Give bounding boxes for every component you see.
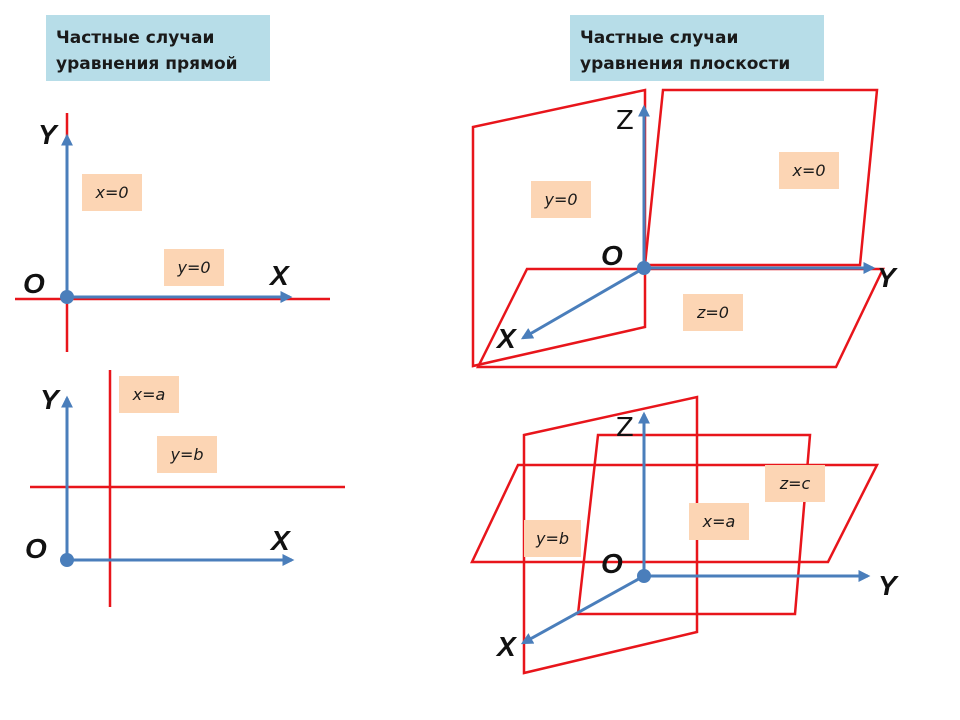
- label-yb: y=b: [157, 436, 217, 473]
- axis-label-x: X: [271, 525, 290, 556]
- title-plane-cases: Частные случаи уравнения плоскости: [570, 15, 824, 81]
- axis-label-y: Y: [40, 384, 59, 415]
- axis-label-y: Y: [878, 570, 897, 601]
- plane-diagram-1: [471, 88, 885, 369]
- axis-label-origin: O: [601, 240, 623, 271]
- plane-x0: [643, 88, 879, 267]
- axis-label-z: Z: [616, 106, 634, 136]
- axis-x-arrow: [520, 574, 645, 645]
- label-xa: x=a: [119, 376, 179, 413]
- origin-point: [60, 553, 74, 567]
- label-x0: x=0: [82, 174, 142, 211]
- plane-diagram-2: [470, 395, 880, 675]
- label-plane-yb: y=b: [524, 520, 581, 557]
- axis-label-origin: O: [23, 268, 45, 299]
- plane-y0: [471, 88, 647, 368]
- axis-label-x: X: [270, 260, 289, 291]
- origin-point: [637, 569, 651, 583]
- axis-label-origin: O: [25, 533, 47, 564]
- axis-label-y: Y: [877, 262, 896, 293]
- label-plane-zc: z=c: [765, 465, 825, 502]
- title-line-cases: Частные случаи уравнения прямой: [46, 15, 270, 81]
- plane-yb: [522, 395, 699, 675]
- label-y0: y=0: [164, 249, 224, 286]
- plane-zc: [470, 463, 880, 564]
- axis-label-z: Z: [616, 413, 634, 443]
- label-plane-z0: z=0: [683, 294, 743, 331]
- label-plane-x0: x=0: [779, 152, 839, 189]
- axis-x-arrow: [520, 266, 645, 340]
- label-plane-xa: x=a: [689, 503, 749, 540]
- origin-point: [637, 261, 651, 275]
- line-diagram-1: [15, 113, 330, 352]
- axis-label-x: X: [497, 323, 516, 354]
- origin-point: [60, 290, 74, 304]
- line-diagram-2: [30, 370, 345, 607]
- plane-xa: [576, 433, 812, 616]
- label-plane-y0: y=0: [531, 181, 591, 218]
- axis-label-y: Y: [38, 119, 57, 150]
- axis-label-x: X: [497, 631, 516, 662]
- axis-label-origin: O: [601, 548, 623, 579]
